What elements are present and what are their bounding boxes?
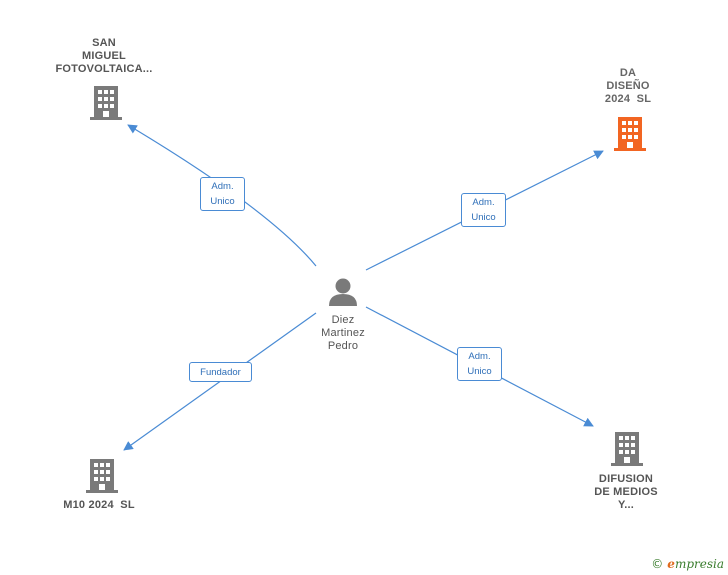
building-icon xyxy=(86,459,118,493)
brand-watermark: ©empresia xyxy=(651,557,724,571)
relation-label-da-diseno[interactable]: Adm. Unico xyxy=(461,193,506,227)
company-label: SAN MIGUEL FOTOVOLTAICA... xyxy=(55,37,153,75)
brand-name: mpresia xyxy=(674,557,724,571)
relation-label-san-miguel[interactable]: Adm. Unico xyxy=(200,177,245,211)
company-label: DIFUSION DE MEDIOS Y... xyxy=(594,473,658,511)
company-label: M10 2024 SL xyxy=(63,499,135,511)
edge-to-san-miguel xyxy=(127,124,317,267)
brand-initial: e xyxy=(667,557,675,571)
company-label: DA DISEÑO 2024 SL xyxy=(604,67,652,105)
copyright-icon: © xyxy=(651,557,664,571)
building-icon xyxy=(611,432,643,466)
relation-label-m10[interactable]: Fundador xyxy=(189,362,252,382)
building-icon xyxy=(614,117,646,151)
person-label: Diez Martinez Pedro xyxy=(321,314,365,352)
relation-label-difusion[interactable]: Adm. Unico xyxy=(457,347,502,381)
person-icon xyxy=(329,278,357,306)
building-icon xyxy=(90,86,122,120)
